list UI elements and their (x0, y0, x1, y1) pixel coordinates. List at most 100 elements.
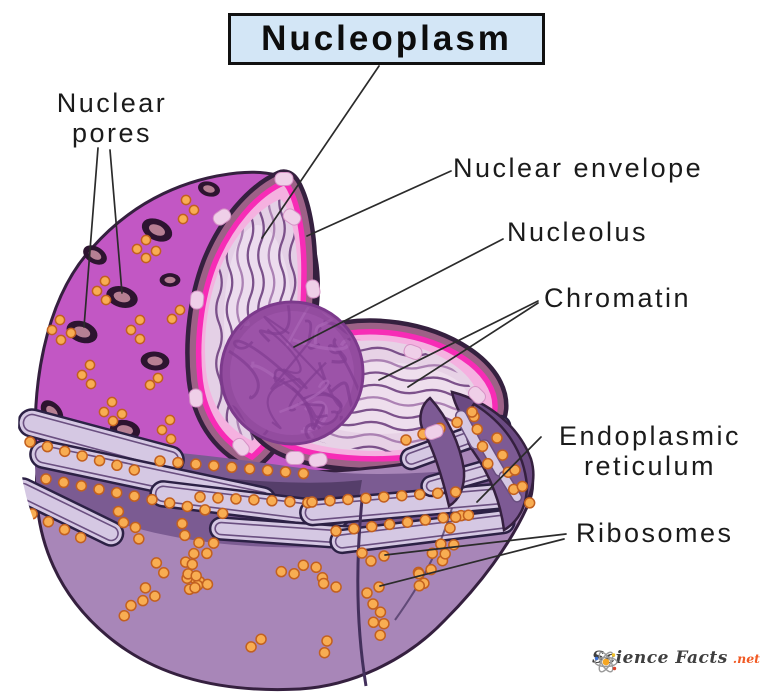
nuclear-pore-oval (159, 273, 181, 287)
leader-line (293, 238, 504, 348)
ribosome-dot (396, 489, 408, 502)
ribosome-dot (471, 423, 484, 435)
leader-lines (83, 65, 567, 587)
leader-line (83, 147, 99, 328)
ribosome-dot (448, 539, 460, 551)
ribosome-dot (348, 523, 360, 535)
ribosome-dot (342, 493, 354, 506)
atom-icon (594, 651, 618, 673)
ribosome-dot (152, 372, 164, 384)
ribosome-dot (207, 537, 220, 549)
watermark-brand: Science Facts (592, 648, 728, 668)
ribosome-dot (74, 531, 87, 544)
nuclear-pore-knob (424, 424, 444, 440)
ribosome-dot (439, 548, 451, 560)
ribosome-dot (117, 516, 130, 529)
ribosome-dot (76, 369, 88, 381)
ribosome-dot (106, 396, 118, 408)
nuclear-pore-knob (468, 386, 486, 404)
ribosome-dot (165, 433, 177, 445)
label-nucleolus: Nucleolus (507, 217, 649, 247)
ribosome-dot (57, 476, 70, 489)
ribosome-dot (225, 461, 238, 474)
ribosome-dot (400, 434, 412, 446)
ribosome-dot (297, 467, 310, 480)
nuclear-pore-knob (189, 290, 205, 310)
ribosome-dot (378, 617, 390, 630)
ribosome-dot (134, 333, 146, 345)
ribosome-dot (99, 275, 111, 287)
ribosome-dot (174, 304, 186, 316)
ribosome-dot (444, 522, 456, 534)
ribosome-dot (374, 629, 386, 641)
ribosome-dot (367, 598, 379, 610)
ribosome-dot (509, 464, 521, 476)
ribosome-dot (118, 610, 130, 622)
ribosome-dot (317, 577, 330, 590)
ribosome-dot (137, 594, 149, 607)
ribosome-dot (199, 504, 211, 516)
leader-line (109, 149, 123, 294)
ribosome-dot (419, 514, 432, 526)
leader-line (378, 300, 539, 381)
ribosome-dot (128, 490, 141, 502)
ribosome-dot (255, 633, 267, 645)
ribosome-dot (451, 416, 463, 429)
ribosome-dot (279, 466, 292, 478)
ribosome-dot (378, 550, 390, 562)
nuclear-pore-knob (188, 388, 204, 408)
ribosome-dot (54, 314, 66, 326)
ribosome-dot (41, 440, 54, 453)
ribosome-dot (116, 408, 128, 420)
label-nuclear-pores: Nuclear pores (56, 88, 168, 148)
ribosome-dot (140, 234, 152, 246)
ribosome-dot (367, 616, 380, 629)
ribosome-dot (134, 314, 146, 326)
ribosome-dot (111, 459, 123, 472)
ribosome-dot (383, 518, 396, 531)
ribosome-dot (245, 641, 257, 653)
ribosome-dot (330, 581, 342, 593)
ribosome-dot (190, 458, 202, 470)
label-chromatin: Chromatin (544, 283, 692, 313)
ribosome-dot (110, 486, 123, 499)
ribosome-dot (426, 547, 439, 559)
nuclear-pore-knob (274, 172, 294, 186)
nuclear-pore-oval (198, 181, 220, 197)
ribosome-dot (186, 558, 199, 571)
ribosome-dot (76, 450, 88, 462)
er-tube (18, 477, 125, 547)
ribosome-dot (129, 521, 142, 534)
leader-line (261, 65, 380, 239)
ribosome-dot (431, 487, 444, 499)
ribosome-dot (413, 580, 426, 592)
page-title: Nucleoplasm (261, 19, 512, 58)
leader-line (476, 436, 542, 503)
ribosome-dot (365, 520, 378, 533)
ribosome-dot (243, 463, 256, 475)
nuclear-pore-knob (232, 437, 250, 457)
ribosome-dot (330, 525, 342, 537)
nuclear-pore-oval (140, 351, 170, 371)
ribosome-dot (65, 327, 77, 339)
ribosome-dot (75, 480, 88, 492)
ribosome-dot (361, 587, 373, 599)
ribosome-dot (59, 445, 71, 458)
ribosome-dot (144, 379, 156, 391)
ribosome-dot (150, 557, 163, 569)
ribosome-dot (179, 529, 191, 542)
ribosome-dot (131, 243, 143, 255)
nuclear-pore-oval (141, 218, 173, 242)
ribosome-dot (208, 459, 220, 472)
ribosome-dot (190, 570, 202, 582)
ribosome-dot (284, 495, 296, 508)
ribosome-dot (93, 483, 105, 496)
ribosome-dot (365, 555, 377, 567)
ribosome-dot (133, 533, 145, 545)
ribosome-dot (157, 567, 170, 579)
ribosome-dot (188, 204, 200, 216)
ribosome-dot (146, 493, 158, 506)
ribosome-dot (449, 511, 462, 524)
ribosome-dot (321, 635, 333, 647)
